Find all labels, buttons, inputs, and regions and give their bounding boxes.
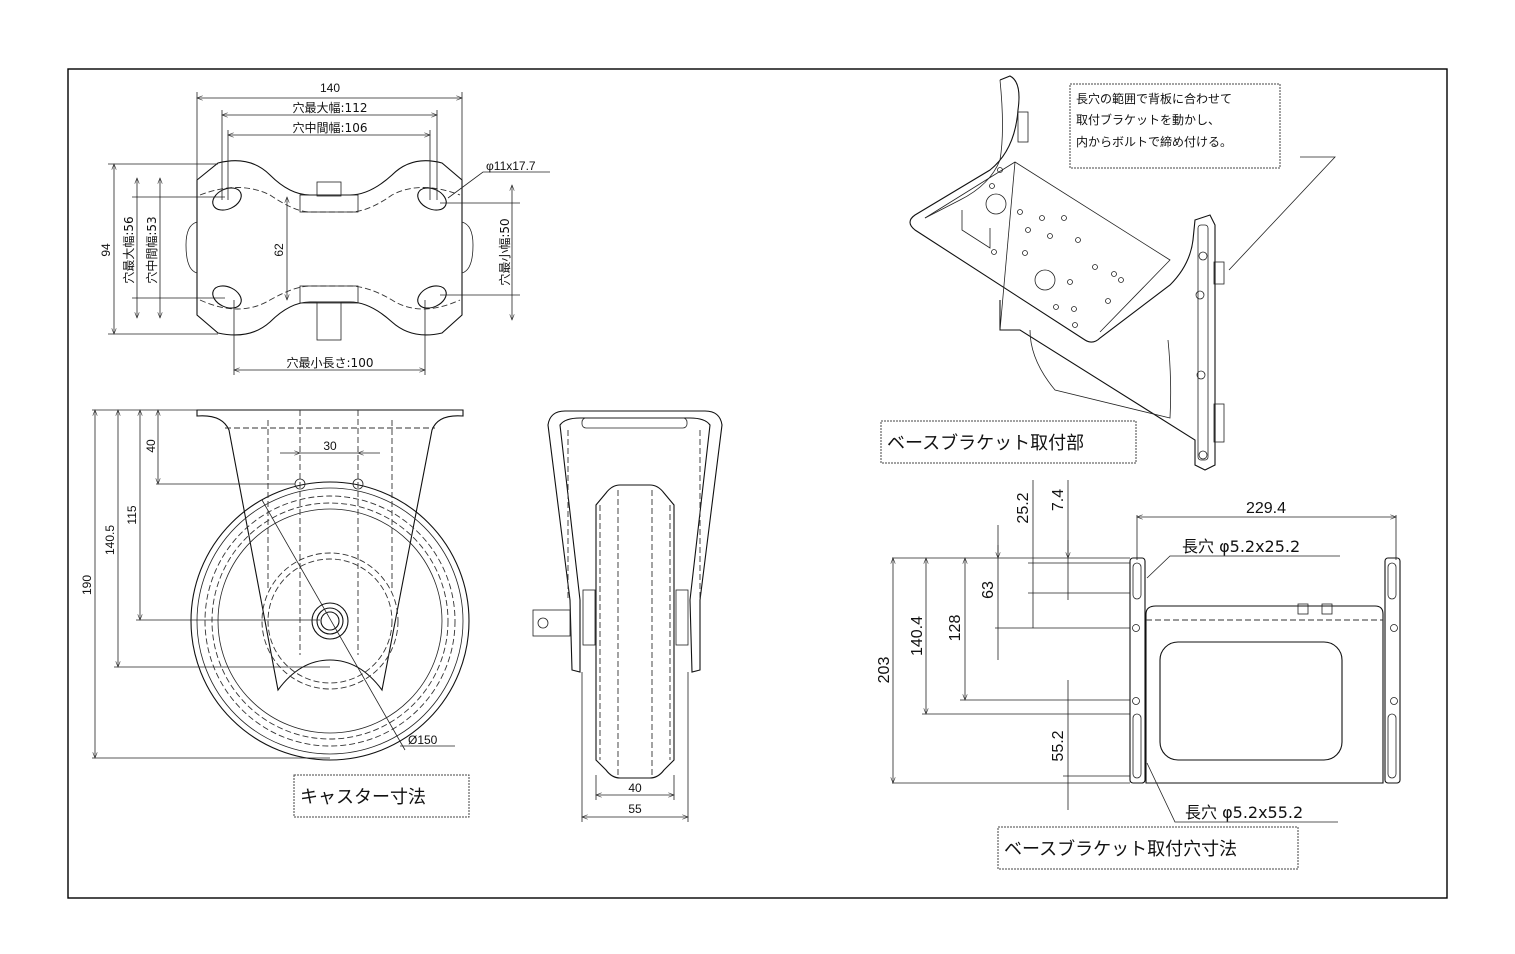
dim-hole-to-axle: 115: [125, 505, 139, 524]
note-line-1: 長穴の範囲で背板に合わせて: [1076, 91, 1232, 106]
dim-bracket-width: 55: [628, 802, 642, 816]
bracket-part-title: ベースブラケット取付部: [887, 432, 1084, 454]
dim-wheel-diameter: Ø150: [408, 733, 438, 747]
dim-hole-mid-width: 穴中間幅:106: [293, 120, 368, 135]
dim-bracket-height: 203: [876, 657, 893, 684]
caster-title-box: [293, 774, 470, 818]
dim-hole-size: φ11x17.7: [486, 159, 536, 173]
dim-140-4: 140.4: [909, 616, 926, 656]
dim-hole-min-depth: 穴最小幅:50: [497, 218, 512, 285]
bracket-holes-title-box: [997, 826, 1299, 870]
dim-55-2: 55.2: [1050, 730, 1067, 761]
bracket-part-title-box: [880, 420, 1137, 464]
bracket-holes-title: ベースブラケット取付穴寸法: [1004, 838, 1237, 860]
dim-hole-max-depth: 穴最大幅:56: [121, 216, 136, 283]
dim-128: 128: [947, 615, 964, 642]
dim-overall-width: 140: [320, 81, 340, 95]
dim-axle-height: 140.5: [103, 525, 117, 555]
slot-upper-label: 長穴 φ5.2x25.2: [1182, 537, 1300, 556]
dim-overall-depth: 94: [99, 243, 113, 257]
dim-hole-mid-depth: 穴中間幅:53: [144, 216, 159, 283]
dim-25-2: 25.2: [1015, 492, 1032, 523]
drawing-frame: [67, 68, 1448, 899]
dim-7-4: 7.4: [1050, 489, 1067, 511]
note-line-3: 内からボルトで締め付ける。: [1076, 134, 1232, 149]
caster-title: キャスター寸法: [300, 787, 426, 808]
caster-top-view: [108, 92, 550, 375]
bracket-hole-view: [890, 480, 1401, 823]
dim-hole-min-length: 穴最小長さ:100: [287, 355, 374, 370]
note-line-2: 取付ブラケットを動かし、: [1076, 112, 1220, 127]
caster-side-view: [532, 410, 723, 822]
bracket-isometric-view: [909, 75, 1336, 471]
dim-hole-pitch: 30: [323, 439, 337, 453]
dim-bracket-width: 229.4: [1246, 500, 1286, 517]
bracket-bolt-holes: [989, 167, 1124, 328]
slot-lower-label: 長穴 φ5.2x55.2: [1185, 803, 1303, 822]
note-box: [1069, 83, 1281, 169]
dim-63: 63: [980, 581, 997, 599]
dim-inner-span: 62: [272, 243, 286, 257]
caster-front-view: [92, 409, 470, 761]
dim-hole-max-width: 穴最大幅:112: [293, 100, 368, 115]
dim-top-to-hole: 40: [144, 439, 158, 453]
dim-overall-height: 190: [80, 575, 94, 595]
dim-tread-width: 40: [628, 781, 642, 795]
